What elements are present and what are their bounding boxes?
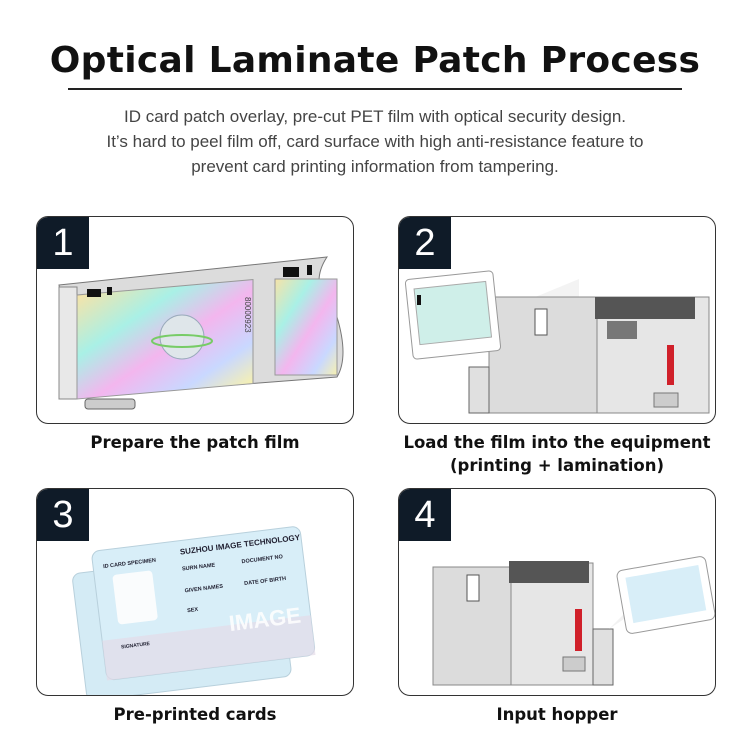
step-1-number: 1 — [37, 217, 89, 269]
subtitle-line-2: It’s hard to peel film off, card surface… — [106, 132, 644, 151]
red-indicator — [575, 609, 582, 651]
step-4-caption: Input hopper — [496, 705, 618, 724]
pre-printed-cards-illustration: SUZHOU IMAGE TECHNOLOGY ID CARD SPECIMEN… — [72, 526, 316, 695]
red-indicator — [667, 345, 674, 385]
film-serial-number: 80000923 — [243, 297, 252, 333]
card-given: GIVEN NAMES — [184, 584, 223, 595]
step-2-caption: Load the film into the equipment — [403, 433, 711, 452]
patch-film-roll-illustration: 80000923 — [58, 256, 344, 410]
page-title: Optical Laminate Patch Process — [49, 40, 701, 81]
step-3-caption: Pre-printed cards — [113, 705, 277, 724]
step-3-number: 3 — [37, 489, 89, 541]
title-underline — [68, 88, 682, 90]
step-2-panel: 2 — [398, 216, 716, 424]
subtitle-line-3: prevent card printing information from t… — [191, 157, 559, 176]
card-sex: SEX — [187, 607, 199, 614]
input-hopper-illustration — [432, 556, 715, 686]
printer-laminator-illustration — [404, 270, 710, 414]
card-dob: DATE OF BIRTH — [244, 576, 287, 587]
step-1-panel: 1 80000923 — [36, 216, 354, 424]
card-signature: SIGNATURE — [121, 641, 151, 651]
card-surname: SURN NAME — [182, 562, 216, 572]
subtitle-line-1: ID card patch overlay, pre-cut PET film … — [123, 107, 626, 126]
step-2-number: 2 — [399, 217, 451, 269]
step-2-caption-line-2: (printing + lamination) — [450, 456, 664, 475]
step-4-number: 4 — [399, 489, 451, 541]
step-1-caption: Prepare the patch film — [90, 433, 300, 452]
card-document: DOCUMENT NO — [241, 554, 284, 565]
step-3-panel: 3 SUZHOU IMAGE TECHNOLOGY ID CARD SPECIM… — [36, 488, 354, 696]
step-4-panel: 4 — [398, 488, 716, 696]
